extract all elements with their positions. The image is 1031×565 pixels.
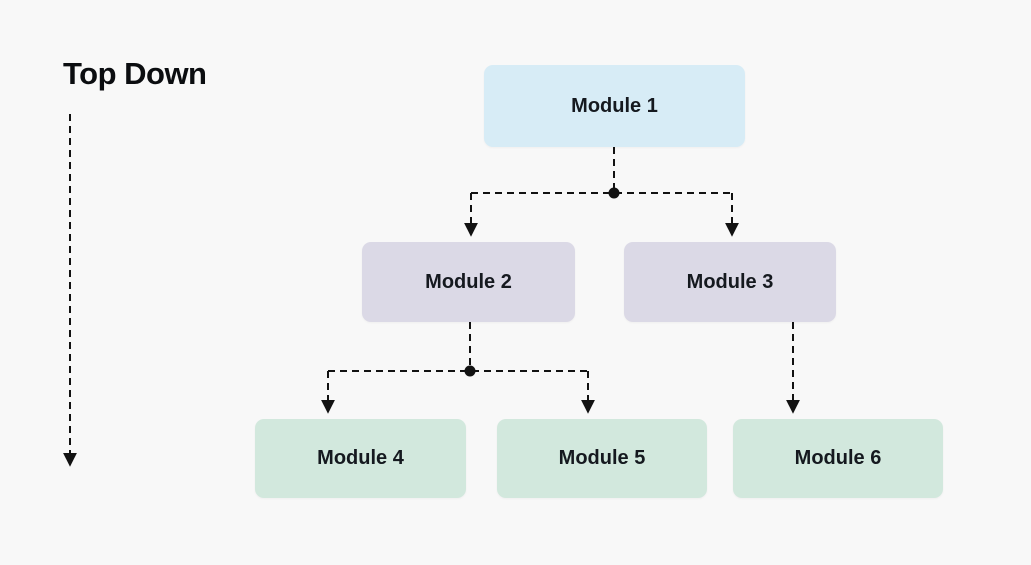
node-module-5: Module 5: [497, 419, 707, 498]
node-module-3: Module 3: [624, 242, 836, 322]
node-module-1: Module 1: [484, 65, 745, 147]
diagram-title: Top Down: [63, 56, 207, 91]
node-label: Module 5: [558, 447, 646, 469]
node-label: Module 4: [317, 447, 404, 469]
junction-dot-1: [608, 187, 620, 199]
node-label: Module 3: [686, 270, 774, 293]
node-module-2: Module 2: [362, 242, 575, 322]
node-label: Module 1: [571, 94, 658, 117]
junction-dot-2: [464, 365, 476, 377]
node-label: Module 6: [794, 447, 882, 469]
node-module-4: Module 4: [255, 419, 466, 498]
node-label: Module 2: [425, 270, 512, 293]
node-module-6: Module 6: [733, 419, 943, 498]
